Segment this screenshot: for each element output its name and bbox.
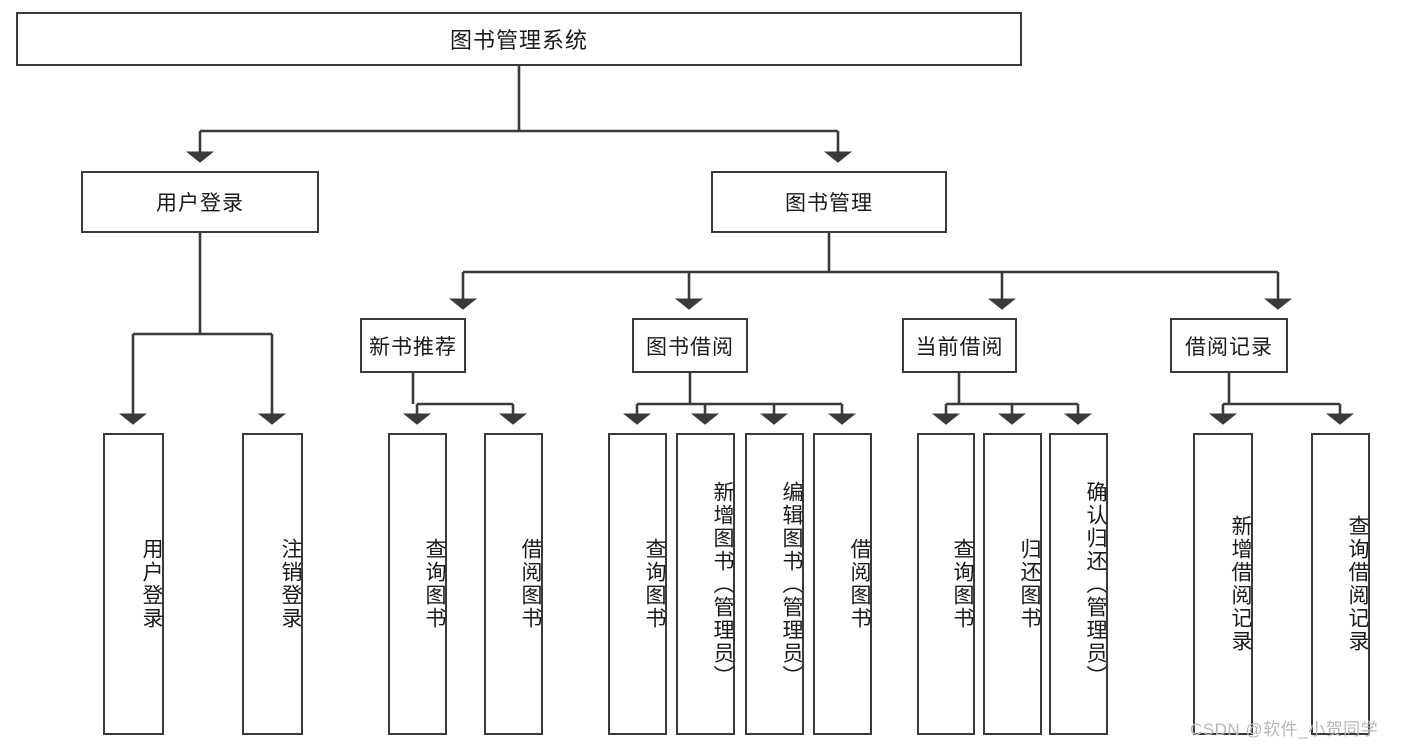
leaf-label: 确认归还（管理员）	[1084, 480, 1107, 688]
leaf-label: 新增图书（管理员）	[711, 480, 734, 688]
node-user-login[interactable]: 用户登录	[81, 171, 319, 233]
leaf-confirm-return-admin[interactable]: 确认归还（管理员）	[1049, 433, 1108, 735]
leaf-label: 用户登录	[140, 538, 163, 630]
watermark: CSDN @软件_小贺同学	[1190, 720, 1379, 739]
leaf-add-borrow-record[interactable]: 新增借阅记录	[1193, 433, 1253, 735]
leaf-query-book-borrow[interactable]: 查询图书	[608, 433, 667, 735]
leaf-query-book-recommend[interactable]: 查询图书	[388, 433, 447, 735]
node-root-label: 图书管理系统	[449, 28, 588, 53]
node-book-borrow[interactable]: 图书借阅	[632, 318, 748, 373]
leaf-label: 编辑图书（管理员）	[780, 480, 803, 688]
node-borrow-record[interactable]: 借阅记录	[1170, 318, 1288, 373]
leaf-return-book[interactable]: 归还图书	[983, 433, 1042, 735]
leaf-borrow-book-recommend[interactable]: 借阅图书	[484, 433, 543, 735]
node-book-borrow-label: 图书借阅	[646, 335, 734, 359]
node-book-management-label: 图书管理	[785, 192, 873, 215]
leaf-user-login[interactable]: 用户登录	[103, 433, 164, 735]
leaf-label: 查询图书	[951, 538, 974, 630]
leaf-label: 查询图书	[643, 538, 666, 630]
leaf-label: 借阅图书	[519, 538, 542, 630]
leaf-label: 归还图书	[1018, 538, 1041, 630]
leaf-logout-login[interactable]: 注销登录	[242, 433, 303, 735]
leaf-edit-book-admin[interactable]: 编辑图书（管理员）	[745, 433, 804, 735]
node-user-login-label: 用户登录	[156, 192, 244, 215]
node-current-borrow-label: 当前借阅	[915, 335, 1004, 359]
leaf-borrow-book[interactable]: 借阅图书	[813, 433, 872, 735]
node-root[interactable]: 图书管理系统	[16, 12, 1022, 66]
node-new-book-recommend-label: 新书推荐	[369, 335, 457, 359]
node-new-book-recommend[interactable]: 新书推荐	[360, 318, 466, 373]
leaf-label: 注销登录	[279, 538, 302, 630]
node-book-management[interactable]: 图书管理	[711, 171, 947, 233]
leaf-add-book-admin[interactable]: 新增图书（管理员）	[676, 433, 735, 735]
node-current-borrow[interactable]: 当前借阅	[902, 318, 1017, 373]
leaf-query-book-current[interactable]: 查询图书	[917, 433, 975, 735]
node-borrow-record-label: 借阅记录	[1185, 335, 1273, 359]
leaf-label: 新增借阅记录	[1229, 515, 1252, 653]
leaf-label: 借阅图书	[848, 538, 871, 630]
leaf-label: 查询借阅记录	[1346, 515, 1369, 653]
leaf-query-borrow-record[interactable]: 查询借阅记录	[1311, 433, 1370, 735]
leaf-label: 查询图书	[423, 538, 446, 630]
